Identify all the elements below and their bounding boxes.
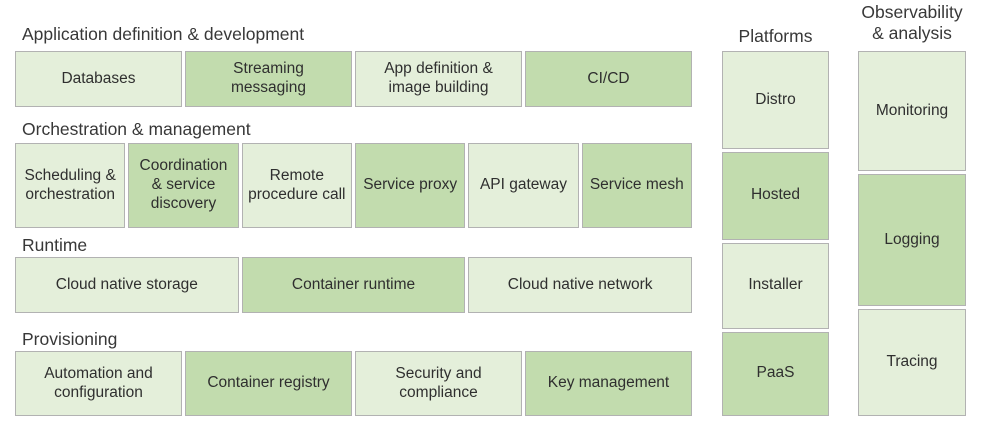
box-coordination-service-discovery: Coordination & service discovery xyxy=(128,143,239,228)
box-label: App definition & image building xyxy=(384,60,493,96)
box-label: Service mesh xyxy=(589,176,684,194)
box-service-proxy: Service proxy xyxy=(354,143,466,228)
box-ci-cd: CI/CD xyxy=(525,51,692,107)
observability-stack: Monitoring Logging Tracing xyxy=(858,51,966,416)
box-label: Automation and configuration xyxy=(44,364,153,401)
box-label: API gateway xyxy=(479,176,567,194)
box-label: Distro xyxy=(755,90,796,108)
column-title-platforms: Platforms xyxy=(738,26,813,46)
section-title-application-definition: Application definition & development xyxy=(22,24,305,44)
box-label: CI/CD xyxy=(587,69,630,87)
category-sections: Application definition & development Dat… xyxy=(15,0,693,428)
box-label: Remote procedure call xyxy=(248,166,346,203)
section-row-runtime: Cloud native storage Container runtime C… xyxy=(15,257,693,313)
observability-column: Observability & analysis Monitoring Logg… xyxy=(858,0,966,428)
box-distro: Distro xyxy=(722,51,829,149)
box-label: Installer xyxy=(748,276,803,294)
box-paas: PaaS xyxy=(722,331,829,416)
box-app-definition-image-building: App definition & image building xyxy=(355,51,522,107)
platforms-column: Platforms Distro Hosted Installer PaaS xyxy=(722,0,829,428)
box-label: Container runtime xyxy=(291,275,416,293)
box-scheduling-orchestration: Scheduling & orchestration xyxy=(15,143,126,228)
box-logging: Logging xyxy=(858,174,966,307)
section-row-orchestration-management: Scheduling & orchestration Coordination … xyxy=(15,143,692,228)
box-installer: Installer xyxy=(722,242,829,329)
section-title-provisioning: Provisioning xyxy=(22,329,118,349)
section-row-provisioning: Automation and configuration Container r… xyxy=(15,351,692,416)
box-key-management: Key management xyxy=(525,351,692,416)
box-tracing: Tracing xyxy=(858,309,966,416)
box-service-mesh: Service mesh xyxy=(581,143,692,228)
box-monitoring: Monitoring xyxy=(858,51,966,172)
box-label: Logging xyxy=(884,230,940,248)
box-cloud-native-network: Cloud native network xyxy=(468,257,693,313)
box-label: Security and compliance xyxy=(395,364,482,401)
box-hosted: Hosted xyxy=(722,151,829,240)
box-databases: Databases xyxy=(15,51,182,107)
section-title-orchestration-management: Orchestration & management xyxy=(22,119,251,139)
box-label: Cloud native network xyxy=(507,275,653,293)
box-remote-procedure-call: Remote procedure call xyxy=(241,143,352,228)
box-label: Scheduling & orchestration xyxy=(24,166,116,203)
box-label: Databases xyxy=(61,69,136,87)
box-automation-configuration: Automation and configuration xyxy=(15,351,182,416)
box-label: Coordination & service discovery xyxy=(139,157,228,212)
box-label: Key management xyxy=(547,374,670,392)
box-api-gateway: API gateway xyxy=(468,143,579,228)
box-label: Container registry xyxy=(207,374,330,392)
box-label: Tracing xyxy=(886,353,938,371)
section-title-runtime: Runtime xyxy=(22,235,88,255)
box-streaming-messaging: Streaming messaging xyxy=(185,51,352,107)
box-label: Monitoring xyxy=(875,101,949,119)
box-container-registry: Container registry xyxy=(185,351,352,416)
section-row-application-definition: Databases Streaming messaging App defini… xyxy=(15,51,692,107)
box-label: PaaS xyxy=(756,364,795,382)
box-cloud-native-storage: Cloud native storage xyxy=(15,257,239,313)
platforms-stack: Distro Hosted Installer PaaS xyxy=(722,51,829,416)
box-label: Hosted xyxy=(750,186,801,204)
column-title-observability-analysis: Observability & analysis xyxy=(861,2,963,43)
box-container-runtime: Container runtime xyxy=(241,257,466,313)
box-label: Service proxy xyxy=(363,176,458,194)
box-security-compliance: Security and compliance xyxy=(355,351,522,416)
box-label: Streaming messaging xyxy=(231,60,306,96)
box-label: Cloud native storage xyxy=(55,275,198,293)
